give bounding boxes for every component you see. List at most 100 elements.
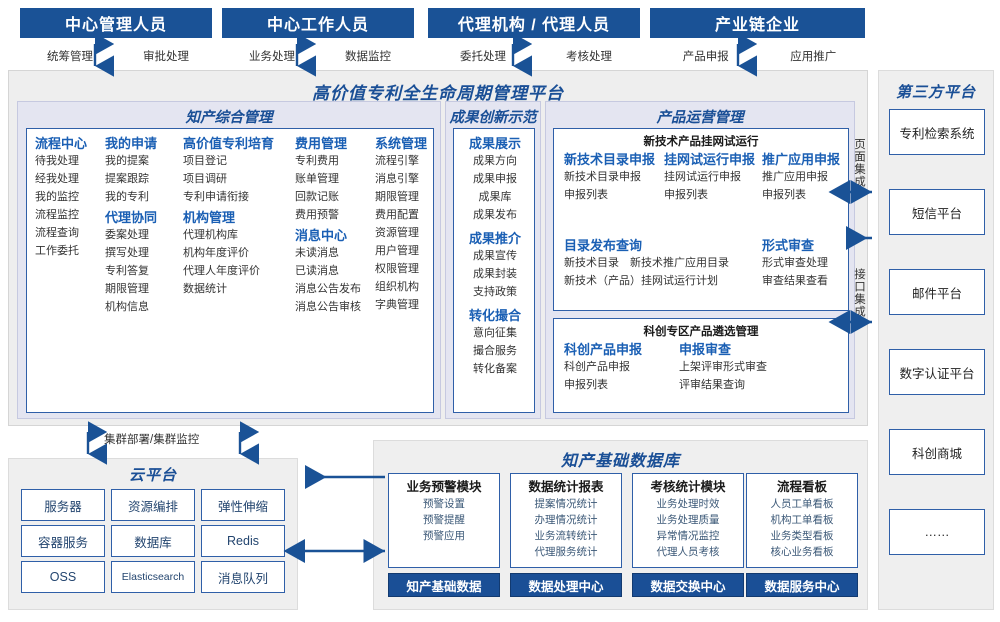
third-party-item-0[interactable]: 专利检索系统 (889, 109, 985, 155)
zhichan-item[interactable]: 组织机构 (375, 281, 419, 293)
database-bar[interactable]: 知产基础数据 (388, 573, 500, 597)
cloud-cell[interactable]: Elasticsearch (111, 561, 195, 593)
zhichan-item[interactable]: 专利费用 (295, 155, 339, 167)
zhichan-group-head[interactable]: 机构管理 (183, 210, 236, 225)
zhichan-item[interactable]: 专利申请衔接 (183, 191, 249, 203)
zhichan-item[interactable]: 未读消息 (295, 247, 339, 259)
zhichan-item[interactable]: 委案处理 (105, 229, 149, 241)
zhichan-item[interactable]: 资源管理 (375, 227, 419, 239)
chengguo-group-head[interactable]: 成果展示 (468, 136, 521, 151)
zhichan-item[interactable]: 机构年度评价 (183, 247, 249, 259)
chengguo-group-head[interactable]: 成果推介 (468, 231, 521, 246)
database-card-item[interactable]: 办理情况统计 (534, 514, 598, 526)
database-card-item[interactable]: 业务处理时效 (656, 498, 720, 510)
role-box-3[interactable]: 产业链企业 (650, 8, 865, 38)
role-box-2[interactable]: 代理机构 / 代理人员 (428, 8, 640, 38)
cloud-cell[interactable]: OSS (21, 561, 105, 593)
zhichan-item[interactable]: 提案跟踪 (105, 173, 149, 185)
zhichan-item[interactable]: 代理机构库 (183, 229, 238, 241)
zhichan-item[interactable]: 已读消息 (295, 265, 339, 277)
zhichan-group-head[interactable]: 费用管理 (295, 136, 348, 151)
database-card-head[interactable]: 业务预警模块 (406, 480, 482, 494)
chengguo-item[interactable]: 撮合服务 (473, 345, 517, 357)
database-card-item[interactable]: 机构工单看板 (770, 514, 834, 526)
chanpin-group-head[interactable]: 申报审查 (679, 342, 732, 357)
zhichan-item[interactable]: 机构信息 (105, 301, 149, 313)
zhichan-group-head[interactable]: 代理协同 (105, 210, 158, 225)
chengguo-item[interactable]: 成果封装 (473, 268, 517, 280)
chanpin-group-head[interactable]: 目录发布查询 (564, 238, 643, 253)
zhichan-group-head[interactable]: 消息中心 (295, 228, 348, 243)
zhichan-item[interactable]: 代理人年度评价 (183, 265, 260, 277)
third-party-item-2[interactable]: 邮件平台 (889, 269, 985, 315)
database-card-item[interactable]: 人员工单看板 (770, 498, 834, 510)
cloud-cell[interactable]: 弹性伸缩 (201, 489, 285, 521)
third-party-item-3[interactable]: 数字认证平台 (889, 349, 985, 395)
chengguo-item[interactable]: 支持政策 (473, 286, 517, 298)
zhichan-item[interactable]: 消息公告发布 (295, 283, 361, 295)
zhichan-item[interactable]: 权限管理 (375, 263, 419, 275)
database-bar[interactable]: 数据交换中心 (632, 573, 744, 597)
database-card-item[interactable]: 预警应用 (423, 530, 465, 542)
database-card-head[interactable]: 流程看板 (776, 480, 827, 494)
chanpin-group-head[interactable]: 新技术目录申报 (564, 152, 656, 167)
chanpin-group-head[interactable]: 推广应用申报 (762, 152, 841, 167)
role-box-1[interactable]: 中心工作人员 (222, 8, 414, 38)
database-card-item[interactable]: 异常情况监控 (656, 530, 720, 542)
zhichan-item[interactable]: 项目调研 (183, 173, 227, 185)
zhichan-item[interactable]: 工作委托 (35, 245, 79, 257)
chengguo-item[interactable]: 成果申报 (473, 173, 517, 185)
database-card-head[interactable]: 数据统计报表 (528, 480, 604, 494)
chanpin-item[interactable]: 申报列表 (564, 379, 608, 391)
chengguo-item[interactable]: 成果库 (478, 191, 512, 203)
chanpin-item[interactable]: 申报列表 (564, 189, 608, 201)
database-card-head[interactable]: 考核统计模块 (650, 480, 726, 494)
third-party-item-5[interactable]: …… (889, 509, 985, 555)
chanpin-item[interactable]: 推广应用申报 (762, 171, 828, 183)
cloud-cell[interactable]: 服务器 (21, 489, 105, 521)
cloud-cell[interactable]: 数据库 (111, 525, 195, 557)
zhichan-item[interactable]: 回款记账 (295, 191, 339, 203)
zhichan-group-head[interactable]: 系统管理 (375, 136, 428, 151)
cloud-cell[interactable]: Redis (201, 525, 285, 557)
zhichan-item[interactable]: 消息引擎 (375, 173, 419, 185)
third-party-item-1[interactable]: 短信平台 (889, 189, 985, 235)
chanpin-item[interactable]: 新技术（产品）挂网试运行计划 (564, 275, 718, 287)
zhichan-item[interactable]: 费用预警 (295, 209, 339, 221)
cloud-cell[interactable]: 资源编排 (111, 489, 195, 521)
third-party-item-4[interactable]: 科创商城 (889, 429, 985, 475)
zhichan-group-head[interactable]: 流程中心 (35, 136, 88, 151)
chanpin-item[interactable]: 申报列表 (762, 189, 806, 201)
zhichan-item[interactable]: 期限管理 (375, 191, 419, 203)
database-bar[interactable]: 数据处理中心 (510, 573, 622, 597)
zhichan-item[interactable]: 我的监控 (35, 191, 79, 203)
zhichan-item[interactable]: 数据统计 (183, 283, 227, 295)
zhichan-item[interactable]: 期限管理 (105, 283, 149, 295)
zhichan-item[interactable]: 经我处理 (35, 173, 79, 185)
chanpin-item[interactable]: 上架评审形式审查 (679, 361, 767, 373)
database-card-item[interactable]: 提案情况统计 (534, 498, 598, 510)
zhichan-item[interactable]: 消息公告审核 (295, 301, 361, 313)
zhichan-item[interactable]: 专利答复 (105, 265, 149, 277)
chanpin-group-head[interactable]: 形式审查 (762, 238, 815, 253)
zhichan-group-head[interactable]: 我的申请 (105, 136, 158, 151)
role-box-0[interactable]: 中心管理人员 (20, 8, 212, 38)
chengguo-item[interactable]: 成果宣传 (473, 250, 517, 262)
zhichan-item[interactable]: 用户管理 (375, 245, 419, 257)
zhichan-item[interactable]: 字典管理 (375, 299, 419, 311)
database-card-item[interactable]: 业务处理质量 (656, 514, 720, 526)
database-card-item[interactable]: 预警提醒 (423, 514, 465, 526)
zhichan-item[interactable]: 流程引擎 (375, 155, 419, 167)
chengguo-item[interactable]: 转化备案 (473, 363, 517, 375)
chengguo-item[interactable]: 成果方向 (473, 155, 517, 167)
zhichan-group-head[interactable]: 高价值专利培育 (183, 136, 275, 151)
database-bar[interactable]: 数据服务中心 (746, 573, 858, 597)
database-card-item[interactable]: 代理服务统计 (534, 546, 598, 558)
cloud-cell[interactable]: 消息队列 (201, 561, 285, 593)
database-card-item[interactable]: 预警设置 (423, 498, 465, 510)
chengguo-item[interactable]: 成果发布 (473, 209, 517, 221)
zhichan-item[interactable]: 流程监控 (35, 209, 79, 221)
database-card-item[interactable]: 代理人员考核 (656, 546, 720, 558)
chanpin-item[interactable]: 形式审查处理 (762, 257, 828, 269)
chanpin-item[interactable]: 新技术目录申报 (564, 171, 641, 183)
